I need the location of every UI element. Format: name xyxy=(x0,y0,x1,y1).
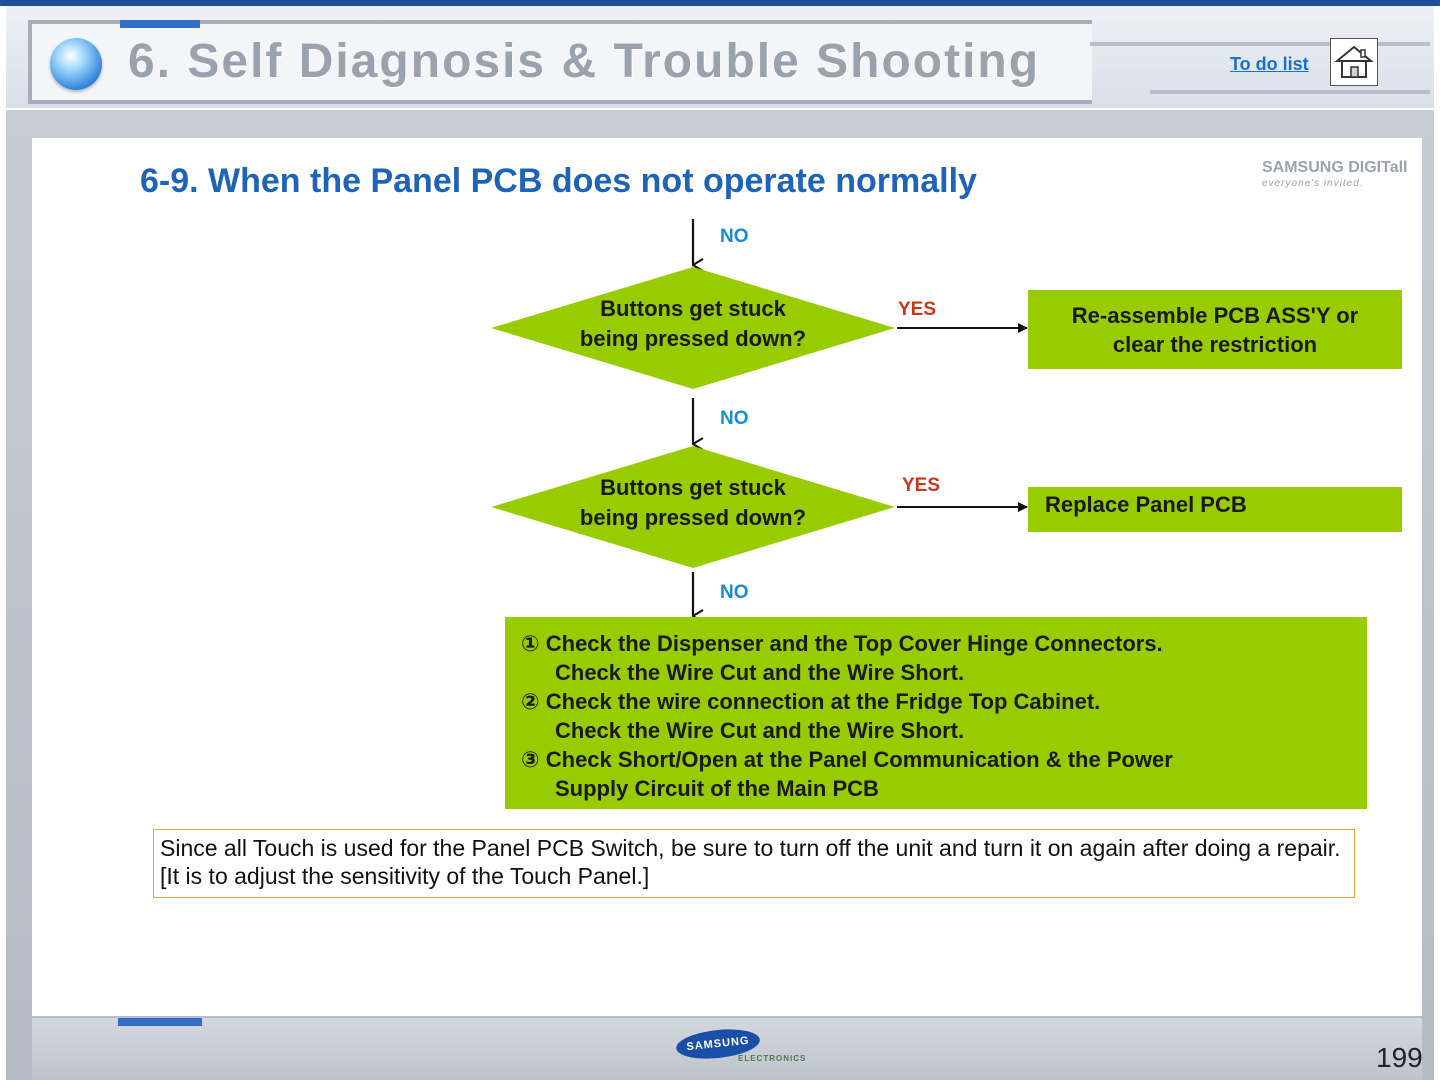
note-box: Since all Touch is used for the Panel PC… xyxy=(153,829,1355,898)
checklist-item-3: ③ Check Short/Open at the Panel Communic… xyxy=(521,747,1173,772)
page-number: 199 xyxy=(1376,1042,1423,1073)
decision-2-text: Buttons get stuck being pressed down? xyxy=(533,473,853,533)
label-no-3: NO xyxy=(720,582,749,603)
decision-1-line1: Buttons get stuck xyxy=(600,296,786,321)
samsung-digitall-tagline: everyone's invited. xyxy=(1262,178,1364,189)
action-box-reassemble: Re-assemble PCB ASS'Y or clear the restr… xyxy=(1028,290,1402,369)
footer-accent xyxy=(118,1018,202,1026)
decision-2-line1: Buttons get stuck xyxy=(600,475,786,500)
globe-orb-icon xyxy=(50,38,102,90)
home-button[interactable] xyxy=(1330,38,1378,86)
samsung-logo-text: SAMSUNG xyxy=(685,1034,751,1054)
samsung-digitall-logo: SAMSUNG DIGITall everyone's invited. xyxy=(1262,160,1412,194)
checklist-item-1-sub: Check the Wire Cut and the Wire Short. xyxy=(555,660,965,685)
section-title: 6-9. When the Panel PCB does not operate… xyxy=(140,162,977,200)
checklist-item-3-sub: Supply Circuit of the Main PCB xyxy=(555,776,879,801)
action-1-line2: clear the restriction xyxy=(1112,331,1318,357)
top-strip xyxy=(0,0,1440,6)
checklist-item-1: ① Check the Dispenser and the Top Cover … xyxy=(521,631,1163,656)
decision-1-line2: being pressed down? xyxy=(579,326,807,351)
decision-2-line2: being pressed down? xyxy=(579,505,807,530)
decision-1-text: Buttons get stuck being pressed down? xyxy=(533,294,853,354)
header-title: 6. Self Diagnosis & Trouble Shooting xyxy=(128,35,1041,88)
home-icon xyxy=(1334,45,1374,78)
checklist-item-2: ② Check the wire connection at the Fridg… xyxy=(521,689,1101,714)
samsung-logo-sub: ELECTRONICS xyxy=(738,1054,807,1063)
checklist-box: ① Check the Dispenser and the Top Cover … xyxy=(505,617,1367,809)
label-yes-2: YES xyxy=(902,475,941,496)
samsung-digitall-logo-text: SAMSUNG DIGITall xyxy=(1262,159,1408,176)
label-no-1: NO xyxy=(720,226,749,247)
action-1-line1: Re-assemble PCB ASS'Y or xyxy=(1071,302,1359,328)
header-frame xyxy=(28,20,1092,104)
decision-diamond-2 xyxy=(491,446,895,568)
header-decor-line xyxy=(1150,90,1430,94)
header-decor-line xyxy=(1090,42,1430,46)
checklist-item-2-sub: Check the Wire Cut and the Wire Short. xyxy=(555,718,965,743)
label-yes-1: YES xyxy=(898,299,937,320)
decision-diamond-1 xyxy=(491,267,895,389)
label-no-2: NO xyxy=(720,408,749,429)
action-box-replace-panel-pcb: Replace Panel PCB xyxy=(1028,487,1402,532)
todo-list-link[interactable]: To do list xyxy=(1230,54,1309,74)
header-accent xyxy=(120,20,200,28)
